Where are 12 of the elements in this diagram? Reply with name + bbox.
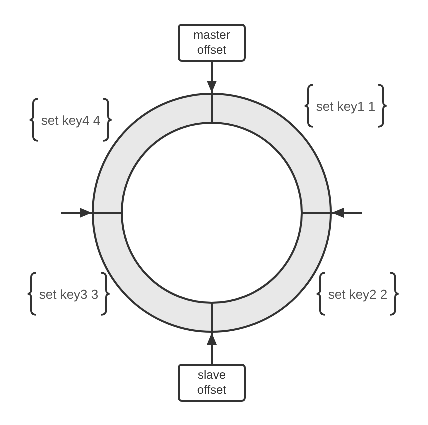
- box-label: slave offset: [196, 368, 228, 398]
- offset-box: [178, 364, 246, 402]
- segment-label: set key1 1: [315, 98, 377, 114]
- segment-label: set key2 2: [327, 286, 389, 302]
- segment-label: set key3 3: [38, 286, 100, 302]
- box-label: master offset: [192, 28, 232, 58]
- arrow: [61, 208, 92, 218]
- segment-label: set key4 4: [40, 112, 102, 128]
- arrow: [332, 208, 362, 218]
- arrow: [207, 333, 217, 364]
- arrow: [207, 62, 217, 93]
- offset-box: [178, 24, 246, 62]
